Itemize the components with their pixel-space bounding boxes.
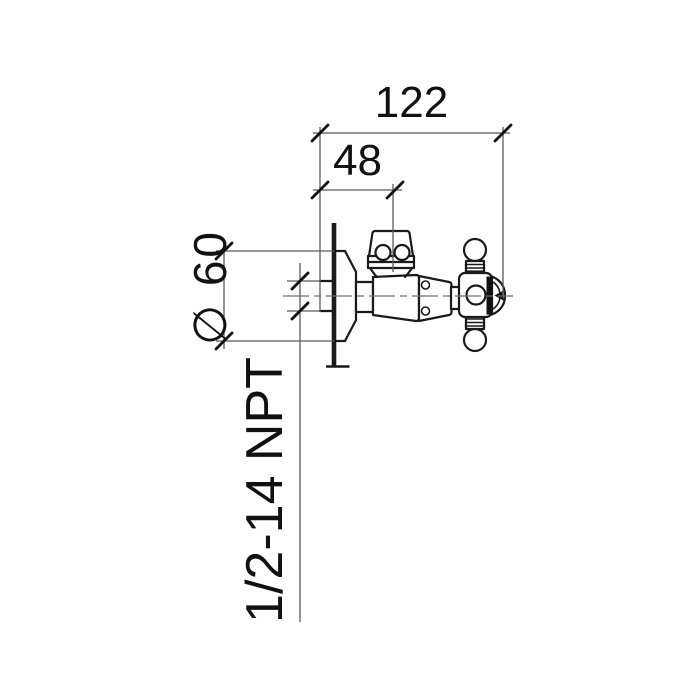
- dimension-diameter-60: [214, 241, 334, 351]
- valve-body: [371, 273, 421, 323]
- bonnet-knobs: [374, 243, 411, 262]
- cross-handle: [457, 237, 507, 353]
- valve-fixture: [318, 223, 507, 368]
- valve-neck: [354, 280, 375, 314]
- dimension-48: [310, 180, 405, 200]
- outlet-cone: [417, 274, 453, 323]
- supply-nipple: [318, 279, 336, 313]
- wall-line: [326, 223, 350, 368]
- handle-ball-bottom: [462, 327, 488, 353]
- dimension-label-thread-spec: 1/2-14 NPT: [236, 357, 294, 623]
- dimension-label-wall-to-axis: 48: [333, 136, 382, 185]
- dimension-thread-npt: [287, 263, 320, 622]
- dimension-label-total-projection: 122: [374, 78, 449, 127]
- set-screws: [420, 280, 431, 316]
- dimension-label-flange-diameter: ∅ 60: [184, 228, 236, 346]
- handle-ball-top: [462, 237, 488, 263]
